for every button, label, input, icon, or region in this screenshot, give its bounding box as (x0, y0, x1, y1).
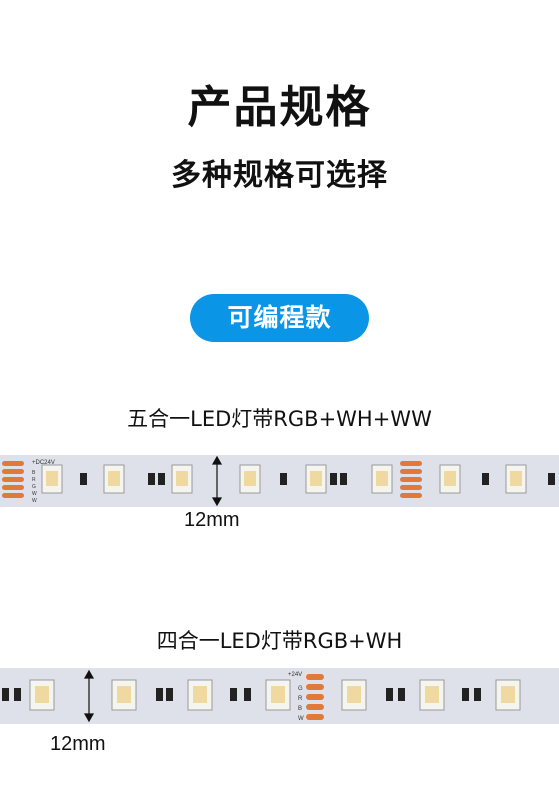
led-chips (29, 679, 521, 711)
width-arrow (83, 669, 95, 723)
solder-pads-center (306, 674, 324, 720)
solder-pads-left (2, 461, 24, 498)
strip-title-five-in-one: 五合一LED灯带RGB+WH+WW (127, 407, 432, 431)
strip-width-label: 12mm (184, 509, 240, 531)
page-subtitle: 多种规格可选择 (171, 158, 388, 193)
solder-pads-middle (400, 461, 422, 498)
strip-board (0, 455, 559, 507)
width-arrow (211, 455, 223, 507)
pad-label: W (298, 716, 304, 722)
pad-label: W (32, 498, 37, 504)
strip-voltage-label: +DC24V (32, 460, 55, 466)
led-chips (41, 464, 527, 494)
programmable-badge: 可编程款 (190, 294, 369, 342)
strip-title-four-in-one: 四合一LED灯带RGB+WH (156, 629, 403, 653)
led-strip-four-in-one: +24V G R B W (0, 668, 559, 724)
strip-voltage-label: +24V (288, 672, 302, 678)
led-strip-five-in-one: +DC24V B R G W W (0, 455, 559, 507)
pad-label: B (298, 706, 302, 712)
pad-label: W (32, 491, 37, 497)
page-title: 产品规格 (187, 82, 372, 133)
resistors (2, 688, 481, 701)
resistors (80, 473, 555, 485)
pad-label: R (298, 696, 303, 702)
pad-label: G (32, 484, 36, 490)
pad-label: B (32, 470, 36, 476)
pad-label: G (298, 686, 303, 692)
pad-label: R (32, 477, 36, 483)
strip-width-label: 12mm (50, 733, 106, 755)
